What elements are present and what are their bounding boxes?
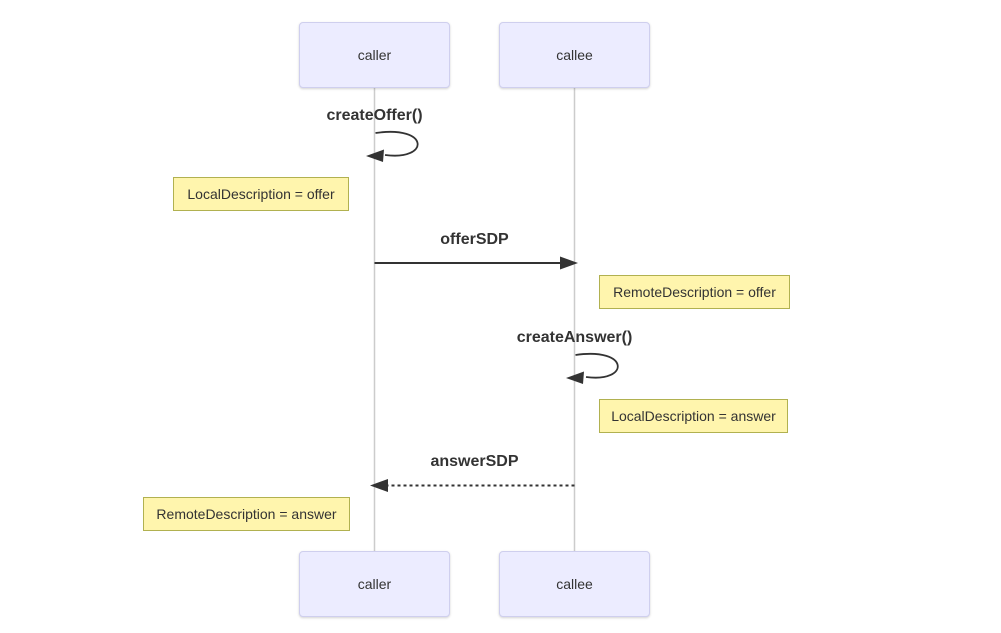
note-local-description-offer: LocalDescription = offer [173, 177, 349, 211]
actor-callee-bottom: callee [499, 551, 650, 617]
actor-caller-top-label: caller [357, 47, 392, 63]
message-label-create-answer: createAnswer() [516, 329, 633, 346]
actor-callee-bottom-label: callee [556, 576, 593, 592]
message-label-offer-sdp: offerSDP [440, 231, 509, 248]
message-label-create-offer: createOffer() [326, 107, 423, 124]
actor-callee-top-label: callee [556, 47, 593, 63]
self-loop-create-offer [375, 130, 419, 157]
arrowhead-offer-sdp-icon [560, 256, 578, 270]
arrowhead-create-offer-icon [366, 149, 384, 162]
arrowhead-create-answer-icon [566, 371, 584, 384]
self-loop-create-answer [575, 352, 619, 379]
actor-caller-bottom-label: caller [357, 576, 392, 592]
actor-callee-top: callee [499, 22, 650, 88]
note-local-description-answer: LocalDescription = answer [599, 399, 788, 433]
note-remote-description-answer: RemoteDescription = answer [143, 497, 350, 531]
arrowhead-answer-sdp-icon [370, 479, 388, 492]
actor-caller-bottom: caller [299, 551, 450, 617]
actor-caller-top: caller [299, 22, 450, 88]
note-remote-description-offer: RemoteDescription = offer [599, 275, 790, 309]
message-label-answer-sdp: answerSDP [430, 453, 519, 470]
